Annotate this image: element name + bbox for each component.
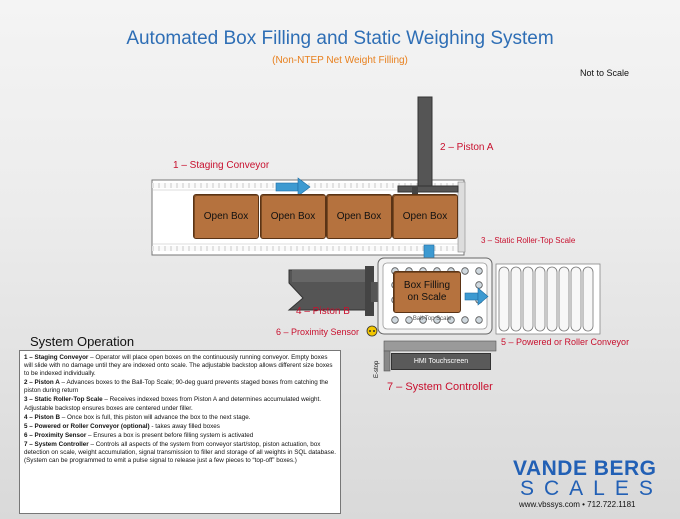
logo-line-2: SCALES: [520, 477, 663, 500]
label-powered-roller-conveyor: 5 – Powered or Roller Conveyor: [501, 337, 630, 347]
scale-plate-text: Ball-Top Scale: [412, 316, 452, 322]
label-staging-conveyor: 1 – Staging Conveyor: [173, 160, 270, 171]
open-box-4: Open Box: [392, 194, 458, 239]
operation-text: – Advances boxes to the Ball-Top Scale; …: [24, 379, 329, 395]
label-static-roller-top-scale: 3 – Static Roller-Top Scale: [481, 236, 576, 245]
open-box-3: Open Box: [326, 194, 392, 239]
system-controller-unit: [383, 340, 497, 372]
open-box-1: Open Box: [193, 194, 259, 239]
operation-text: – Receives indexed boxes from Piston A a…: [24, 396, 322, 412]
operation-term: 2 – Piston A: [24, 379, 60, 387]
label-piston-b: 4 – Piston B: [296, 306, 350, 317]
label-proximity-sensor: 6 – Proximity Sensor: [276, 327, 360, 337]
label-system-controller: 7 – System Controller: [387, 381, 493, 393]
operation-item-6: 6 – Proximity Sensor – Ensures a box is …: [24, 432, 336, 440]
operation-term: 5 – Powered or Roller Conveyor (optional…: [24, 422, 150, 430]
diagram-subtitle: (Non-NTEP Net Weight Filling): [272, 55, 408, 66]
scale-note: Not to Scale: [580, 68, 630, 78]
operation-item-3: 3 – Static Roller-Top Scale – Receives i…: [24, 396, 336, 412]
operation-item-2: 2 – Piston A – Advances boxes to the Bal…: [24, 379, 336, 395]
operation-text: – Once box is full, this piston will adv…: [60, 413, 251, 421]
staging-direction-arrow: [275, 177, 311, 197]
operation-term: 4 – Piston B: [24, 413, 61, 421]
operation-text: – Ensures a box is present before fillin…: [86, 431, 254, 439]
system-operation-panel: 1 – Staging Conveyor – Operator will pla…: [19, 350, 341, 514]
open-box-2: Open Box: [260, 194, 326, 239]
filling-box: Box Filling on Scale: [393, 271, 461, 313]
proximity-sensor-icon: [366, 325, 378, 337]
system-operation-heading: System Operation: [30, 334, 135, 349]
operation-term: 3 – Static Roller-Top Scale: [24, 396, 103, 404]
operation-term: 7 – System Controller: [24, 440, 89, 448]
operation-term: 6 – Proximity Sensor: [24, 431, 87, 439]
piston-b: [287, 266, 379, 316]
logo-contact: www.vbssys.com • 712.722.1181: [519, 500, 636, 509]
piston-a: [397, 96, 459, 194]
powered-roller-conveyor: [495, 263, 601, 335]
operation-text: – Controls all aspects of the system fro…: [24, 440, 336, 465]
operation-item-7: 7 – System Controller – Controls all asp…: [24, 441, 336, 465]
exit-arrow: [464, 287, 489, 306]
label-piston-a: 2 – Piston A: [440, 142, 494, 153]
operation-text: – Operator will place open boxes on the …: [24, 354, 333, 378]
logo-line-1: VANDE BERG: [513, 457, 657, 480]
estop-label: E-stop: [374, 360, 380, 378]
diagram-title: Automated Box Filling and Static Weighin…: [126, 28, 554, 49]
operation-item-4: 4 – Piston B – Once box is full, this pi…: [24, 414, 336, 422]
hmi-touchscreen: HMI Touchscreen: [391, 353, 491, 370]
operation-term: 1 – Staging Conveyor: [24, 354, 89, 361]
operation-item-1: 1 – Staging Conveyor – Operator will pla…: [24, 354, 336, 378]
operation-text: - takes away filled boxes: [149, 422, 220, 430]
operation-item-5: 5 – Powered or Roller Conveyor (optional…: [24, 423, 336, 431]
